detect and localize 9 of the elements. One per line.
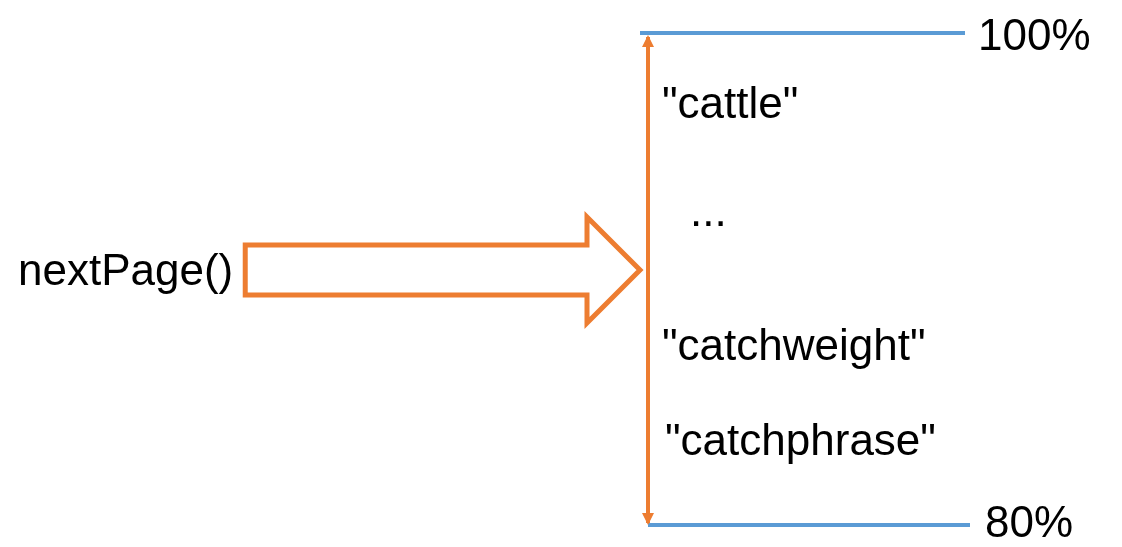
percent-label: 80%: [985, 497, 1074, 547]
word-label: "catchweight": [662, 320, 926, 370]
range-arrow: [642, 35, 654, 525]
function-call-text: nextPage(): [18, 245, 234, 295]
word-label: "cattle": [662, 78, 799, 128]
block-arrow: [242, 210, 644, 330]
word-label: "catchphrase": [665, 415, 936, 465]
ellipsis-text: ...: [690, 186, 727, 236]
percent-label: 100%: [978, 10, 1091, 60]
